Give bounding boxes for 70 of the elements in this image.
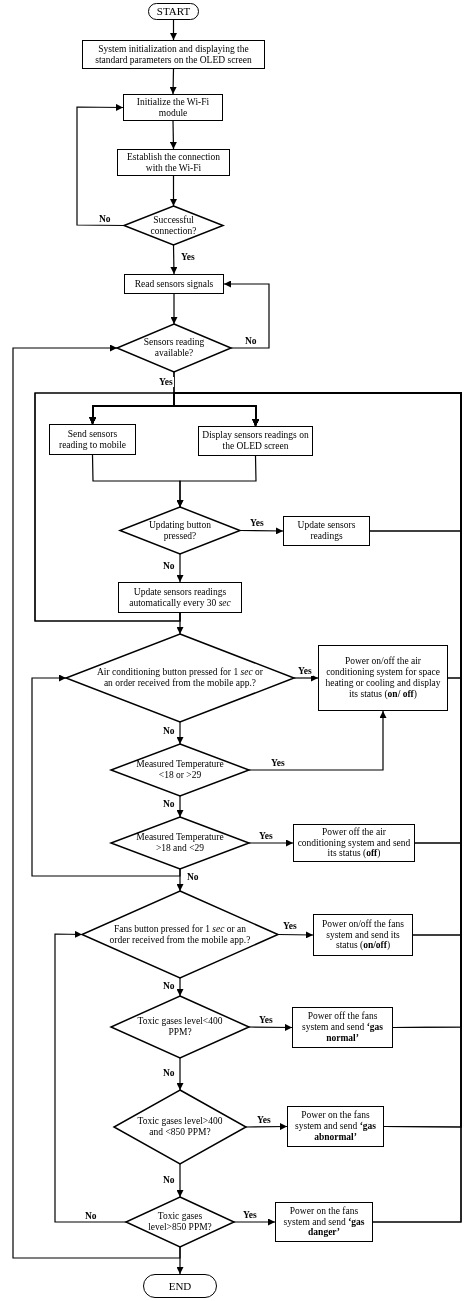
arrow — [170, 244, 178, 275]
edge-label: Yes — [258, 831, 274, 842]
arrow — [54, 930, 127, 1223]
process-box: Initialize the Wi-Fi module — [123, 94, 223, 121]
arrow — [223, 280, 270, 349]
process-box: Power on/off the air conditioning system for space heating or cooling and display its status (on/ off) — [318, 645, 448, 711]
arrow — [176, 977, 184, 997]
decision-diamond: Fans button pressed for 1 sec or an order received from the mobile app.? — [82, 891, 278, 978]
edge-label: Yes — [249, 518, 265, 529]
arrow — [12, 344, 181, 1259]
edge-label: No — [162, 561, 176, 572]
edge-label: Yes — [158, 377, 174, 388]
arrow — [176, 1057, 184, 1091]
arrow — [170, 19, 177, 41]
process-box: Update sensors readings — [283, 516, 370, 546]
decision-diamond: Measured Temperature >18 and <29 — [111, 817, 249, 869]
arrow — [248, 1023, 293, 1031]
process-box: Read sensors signals — [124, 274, 224, 294]
arrow — [245, 1123, 288, 1131]
edge-label: No — [162, 1068, 176, 1079]
arrow — [176, 455, 257, 508]
edge-label: No — [186, 872, 200, 883]
edge-label: No — [162, 981, 176, 992]
arrow — [233, 1218, 276, 1226]
decision-diamond: Successful connection? — [124, 206, 223, 245]
arrow — [293, 674, 319, 682]
edge-label: No — [162, 1175, 176, 1186]
decision-diamond: Toxic gases level>400 and <850 PPM? — [114, 1090, 246, 1164]
decision-diamond: Air conditioning button pressed for 1 sec or an order received from the mobile app.? — [66, 634, 294, 722]
process-box: Power off the air conditioning system and send its status (off) — [293, 824, 415, 862]
arrow — [169, 120, 177, 150]
edge-label: Yes — [270, 758, 286, 769]
arrow — [76, 103, 125, 227]
edge-label: Yes — [242, 1210, 258, 1221]
process-box: Display sensors readings on the OLED screen — [198, 426, 313, 456]
arrow — [170, 293, 178, 325]
arrow — [277, 931, 314, 939]
edge-label: Yes — [258, 1015, 274, 1026]
arrow — [248, 839, 294, 847]
edge-label: Yes — [282, 921, 298, 932]
edge-label: Yes — [256, 1115, 272, 1126]
edge-label: Yes — [180, 252, 196, 263]
edge-label: No — [162, 726, 176, 737]
process-box: System initialization and displaying the standard parameters on the OLED screen — [82, 40, 265, 69]
decision-diamond: Sensors reading available? — [117, 324, 231, 372]
edge-label: Yes — [297, 666, 313, 677]
arrow — [176, 1163, 184, 1198]
process-box: Send sensors reading to mobile — [49, 424, 136, 455]
process-box: Establish the connection with the Wi-Fi — [117, 149, 230, 176]
decision-diamond: Measured Temperature <18 or >29 — [111, 744, 249, 796]
arrow — [170, 175, 177, 207]
edge-label: No — [98, 214, 112, 225]
arrow — [169, 68, 177, 95]
arrow — [248, 710, 387, 771]
process-box: Power off the fans system and send ‘gas normal’ — [292, 1007, 393, 1048]
arrow — [176, 553, 184, 583]
process-box: Power on the fans system and send ‘gas abnormal’ — [287, 1106, 384, 1147]
arrow — [176, 721, 184, 745]
process-box: Power on the fans system and send ‘gas danger’ — [275, 1202, 373, 1242]
decision-diamond: Toxic gases level<400 PPM? — [111, 996, 249, 1058]
edge-label: No — [162, 799, 176, 810]
decision-diamond: Toxic gases level>850 PPM? — [126, 1197, 234, 1247]
edge-label: No — [244, 336, 258, 347]
process-box: Power on/off the fans system and send its status (on/off) — [313, 914, 413, 956]
arrow — [31, 674, 181, 877]
edge-label: No — [84, 1211, 98, 1222]
process-box: Update sensors readings automatically every 30 sec — [118, 582, 242, 613]
decision-diamond: Updating button pressed? — [120, 507, 240, 554]
arrow — [176, 795, 184, 818]
arrow — [239, 527, 284, 535]
